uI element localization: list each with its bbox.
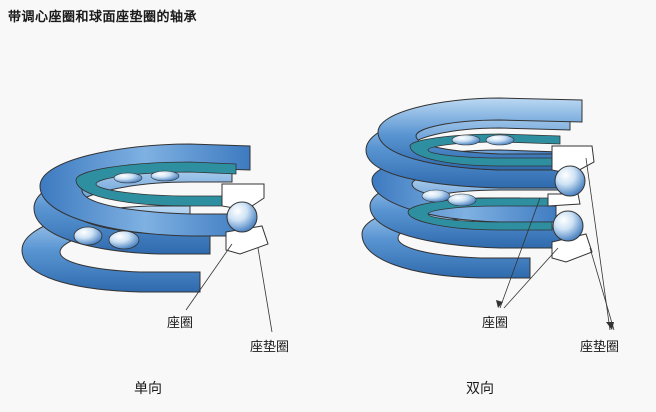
- cross-section-mid: [547, 193, 581, 207]
- caption-double-direction: 双向: [466, 381, 494, 397]
- cross-section-ball-lower: [552, 210, 584, 242]
- ball: [150, 170, 180, 182]
- cross-section-ball: [226, 201, 258, 233]
- cage: [75, 161, 237, 207]
- cross-section-housing: [221, 183, 265, 211]
- cage-upper: [409, 133, 561, 167]
- label-seat-washer-right: 座垫圈: [580, 340, 620, 355]
- double-direction-bearing: [361, 97, 615, 331]
- ball: [73, 226, 103, 246]
- single-direction-bearing: [21, 143, 273, 333]
- ball: [108, 230, 140, 250]
- cross-section-ball-upper: [554, 165, 586, 197]
- cross-section-top: [551, 145, 595, 175]
- ball: [113, 172, 143, 184]
- label-seat-ring-right: 座圈: [482, 316, 509, 331]
- ball: [447, 193, 477, 207]
- page-title: 带调心座圈和球面座垫圈的轴承: [8, 10, 198, 25]
- ball: [421, 189, 451, 203]
- cross-section-seat: [225, 225, 269, 255]
- ball: [451, 134, 481, 146]
- label-seat-washer-left: 座垫圈: [250, 340, 290, 355]
- label-seat-ring-left: 座圈: [167, 316, 194, 331]
- caption-single-direction: 单向: [134, 381, 162, 397]
- ball: [485, 134, 515, 146]
